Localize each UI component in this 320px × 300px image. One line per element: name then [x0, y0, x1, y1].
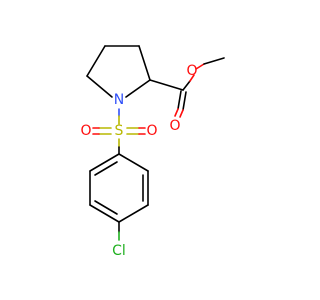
atom-o-sulfonyl-left: O — [80, 123, 91, 139]
bond-c3-c2 — [138, 45, 151, 81]
bond-oester-methyl-segment — [195, 63, 205, 70]
structure-canvas: N S O O O O Cl — [80, 45, 225, 259]
bond-c5-c4 — [86, 45, 106, 77]
bond-ar-inner-3 — [94, 200, 118, 215]
bond-ar1-ar2 — [118, 153, 149, 172]
atom-n: N — [114, 92, 124, 108]
atom-o-ester: O — [186, 63, 197, 79]
bond-ar6-ar1 — [89, 153, 120, 172]
bond-ar4-ar5 — [89, 204, 120, 223]
molecule-diagram: N S O O O O Cl — [80, 45, 225, 259]
bond-ar-inner-1 — [94, 161, 118, 176]
atom-s: S — [115, 123, 124, 139]
bond-c-o-double-1-o — [174, 108, 179, 117]
atom-cl: Cl — [112, 243, 126, 259]
bond-oester-segment — [189, 74, 195, 82]
bond-c-o-double-2 — [182, 91, 187, 111]
bond-c-o-double-2-o — [179, 109, 184, 118]
bond-ccarbonyl-oester — [182, 80, 191, 91]
bond-c-o-double-1 — [177, 90, 182, 110]
atom-o-sulfonyl-right: O — [146, 123, 157, 139]
bond-n-c5 — [86, 75, 113, 98]
bond-c2-ccarbonyl — [149, 79, 184, 91]
bond-c2-n — [125, 79, 151, 98]
bond-oester-methyl — [203, 57, 225, 65]
bond-ar3-ar4 — [118, 204, 149, 223]
atom-o-carbonyl: O — [169, 118, 180, 134]
